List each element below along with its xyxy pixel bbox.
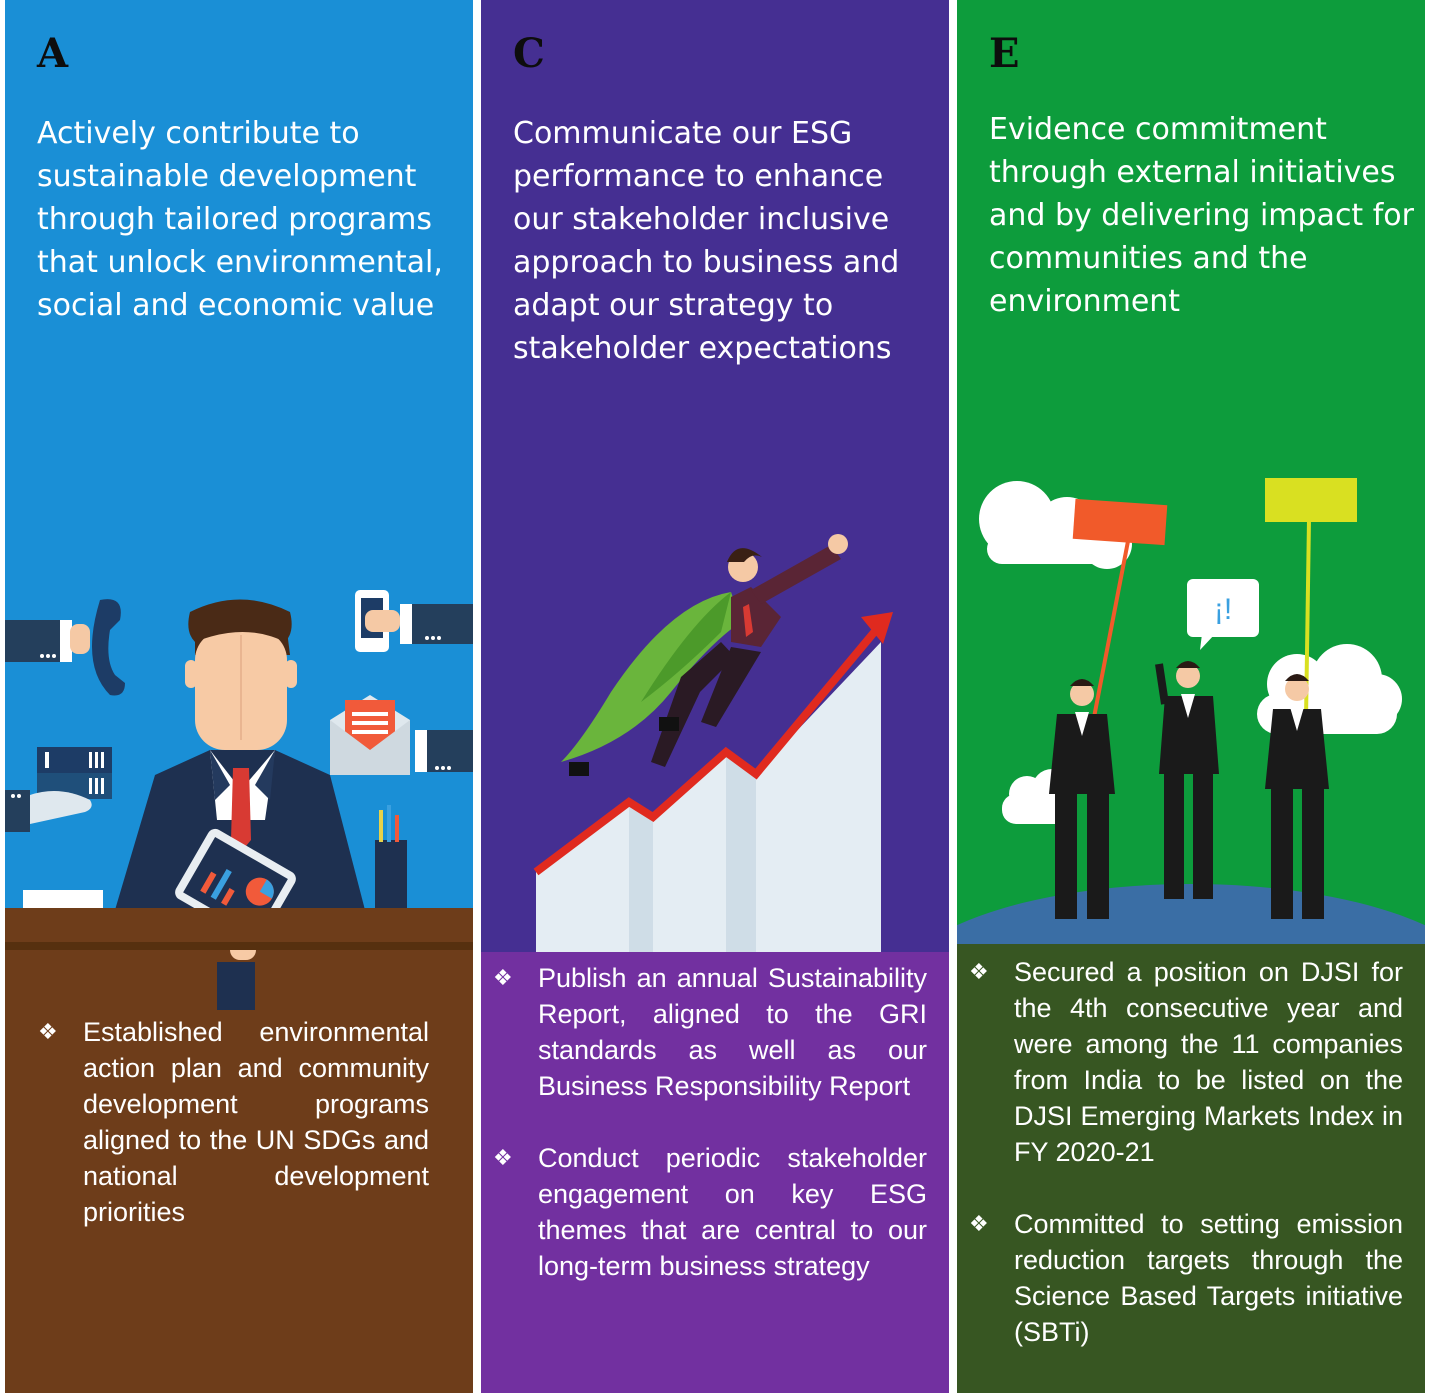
- businessman-desk-illustration: [5, 590, 473, 1010]
- diamond-bullet-icon: ❖: [969, 1211, 989, 1236]
- files-hand-icon: [5, 747, 112, 832]
- column-c-lower: [481, 952, 949, 1393]
- column-c-heading: Communicate our ESG performance to enhan…: [513, 116, 900, 366]
- column-a-letter: A: [37, 30, 68, 77]
- diamond-bullet-icon: ❖: [493, 965, 513, 990]
- desk: [5, 908, 473, 946]
- diamond-bullet-icon: ❖: [38, 1019, 58, 1044]
- bullet-item: ❖ Publish an annual Sustainability Report…: [493, 960, 927, 1104]
- bullet-item: ❖ Established environmental action plan a…: [38, 1014, 429, 1230]
- bullet-item: ❖ Committed to setting emission reduction…: [969, 1206, 1403, 1350]
- businessman-figure: [1265, 674, 1329, 919]
- envelope-hand-icon: [330, 695, 473, 775]
- bullet-text: Publish an annual Sustainability Report,…: [538, 963, 927, 1101]
- column-c: C Communicate our ESG performance to enh…: [481, 0, 949, 1393]
- bullet-text: Committed to setting emission reduction …: [1014, 1209, 1403, 1347]
- businessman-figure: [1049, 679, 1115, 919]
- diamond-bullet-icon: ❖: [493, 1145, 513, 1170]
- bullet-text: Established environmental action plan an…: [83, 1017, 429, 1227]
- column-e-heading: Evidence commitment through external ini…: [989, 112, 1414, 319]
- column-a: A Actively contribute to sustainable dev…: [5, 0, 473, 1393]
- bullet-item: ❖ Conduct periodic stakeholder engagement…: [493, 1140, 927, 1284]
- column-e-bullets: ❖ Secured a position on DJSI for the 4th …: [969, 954, 1403, 1386]
- column-a-bullets: ❖ Established environmental action plan a…: [38, 1014, 429, 1266]
- bullet-text: Secured a position on DJSI for the 4th c…: [1014, 957, 1403, 1167]
- cloud-icon: [1257, 644, 1402, 734]
- column-a-heading: Actively contribute to sustainable devel…: [37, 116, 443, 323]
- speech-bubble-text: ¡!: [1214, 593, 1232, 626]
- speech-bubble-icon: ¡!: [1187, 579, 1259, 650]
- businessman-figure: [1155, 661, 1219, 899]
- pencil-cup-icon: [375, 805, 407, 910]
- bullet-item: ❖ Secured a position on DJSI for the 4th …: [969, 954, 1403, 1170]
- bullet-text: Conduct periodic stakeholder engagement …: [538, 1143, 927, 1281]
- desk-paper: [23, 890, 103, 912]
- smartphone-hand-icon: [355, 590, 473, 652]
- superhero-rising-chart-illustration: [533, 534, 893, 952]
- hill: [957, 884, 1425, 944]
- phone-hand-icon: [5, 599, 125, 696]
- column-c-letter: C: [513, 30, 545, 77]
- businessmen-flags-illustration: ¡!: [957, 478, 1425, 944]
- column-e-lower: [957, 943, 1425, 1393]
- column-e: E Evidence commitment through external i…: [957, 0, 1425, 1393]
- diamond-bullet-icon: ❖: [969, 959, 989, 984]
- column-e-letter: E: [989, 30, 1019, 77]
- column-c-bullets: ❖ Publish an annual Sustainability Report…: [493, 960, 927, 1320]
